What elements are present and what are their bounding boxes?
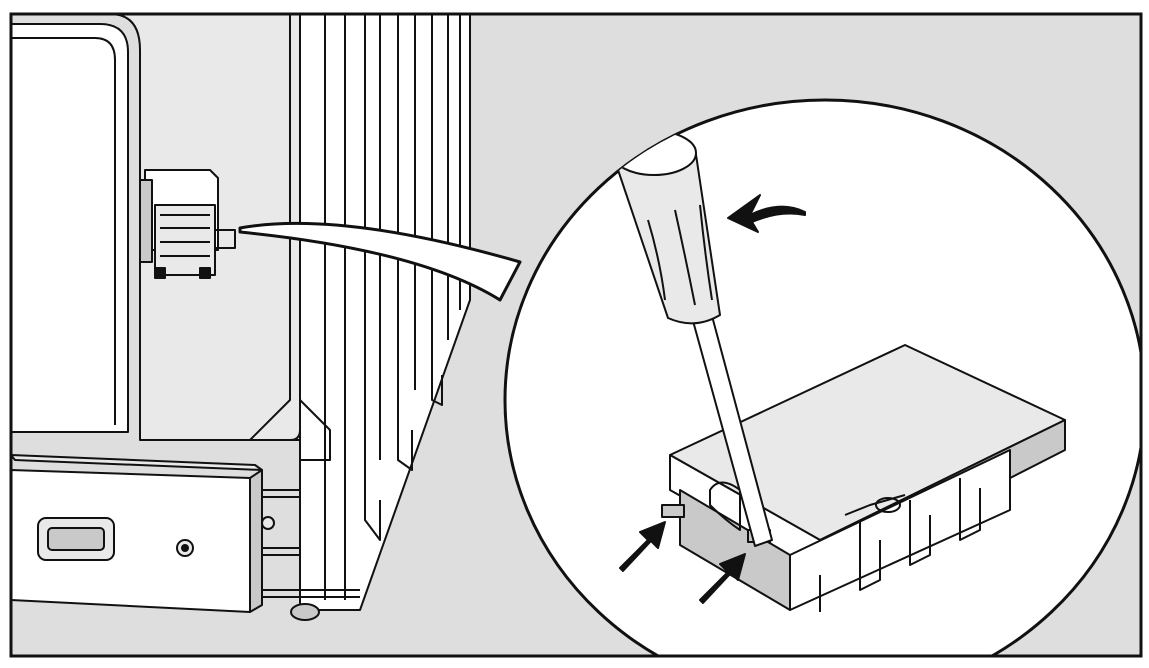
magnified-detail [611,130,1066,612]
drawer-screw-center [181,544,189,552]
kickplate-side [249,469,263,613]
control-module-on-cabinet [139,169,236,279]
push-arrow-right-tab [699,553,746,604]
rail-screw [261,516,275,530]
control-module-detail [661,344,1066,612]
screwdriver-grip-ridges [647,204,713,306]
door-edge-lines [11,14,331,461]
door-panel [11,23,129,433]
leveling-foot [290,603,320,621]
kickplate-rails [262,489,360,598]
outer-frame [9,12,1143,658]
appliance-group [11,14,1141,656]
push-arrow-left-tab [619,521,666,572]
release-tab-left [661,504,685,518]
rotate-arrow [727,194,806,233]
cabinet-side-panel [299,14,471,611]
drawer-handle-recess [47,527,105,551]
callout-pointer [238,221,522,302]
